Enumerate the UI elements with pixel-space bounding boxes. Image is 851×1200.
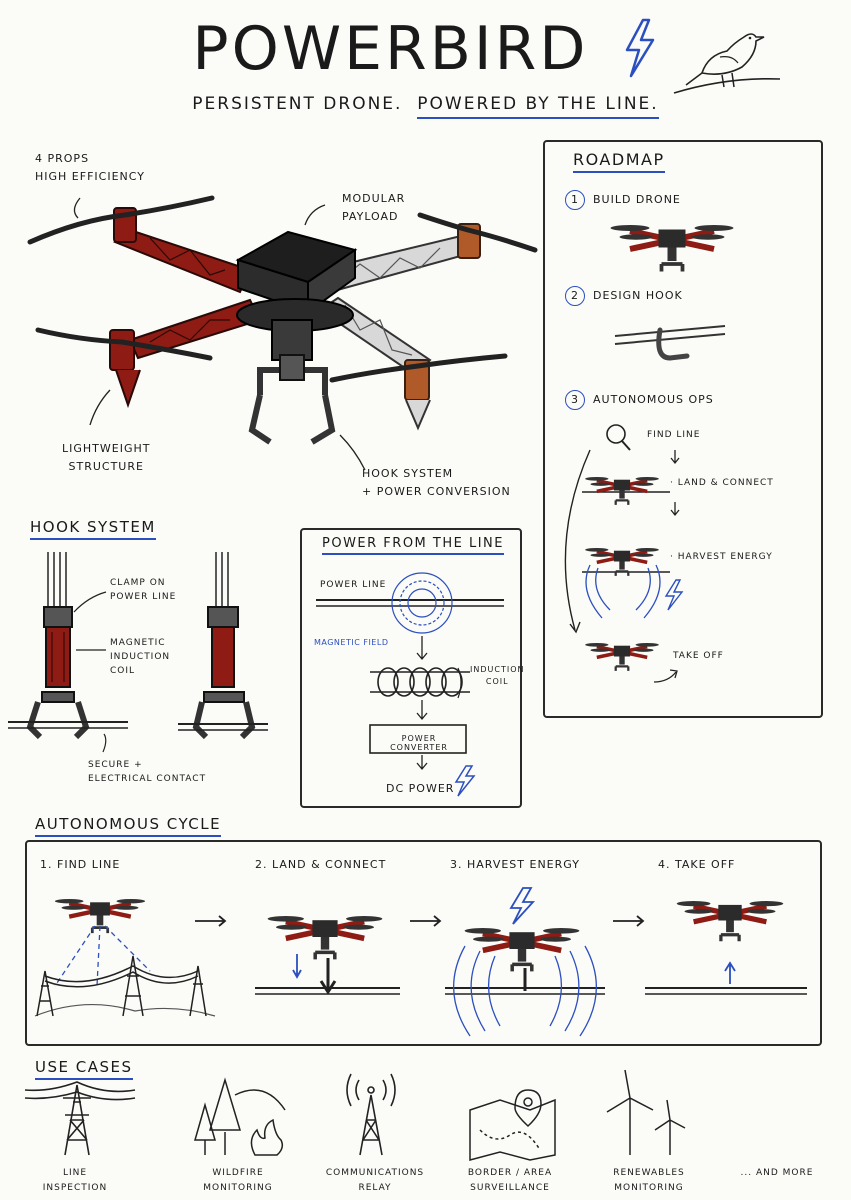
use-case-surveillance: Border / areasurveillance bbox=[467, 1168, 553, 1193]
power-flow-diagram bbox=[316, 572, 504, 797]
coil-callout: Magneticinductioncoil bbox=[110, 638, 171, 676]
use-cases-heading: Use cases bbox=[35, 1058, 133, 1080]
main-drone-illustration bbox=[27, 195, 538, 471]
power-heading: Power from the line bbox=[322, 536, 504, 555]
op-harvest-energy: · Harvest energy bbox=[670, 552, 773, 562]
forest-fire-icon bbox=[194, 1077, 286, 1156]
power-converter-label: Power converter bbox=[390, 734, 448, 752]
roadmap-step-1: 1Build drone bbox=[565, 190, 681, 210]
radio-tower-icon bbox=[346, 1073, 396, 1156]
op-find-line: Find line bbox=[647, 430, 701, 440]
hook-on-line-icon bbox=[614, 325, 726, 361]
roadmap-drone-icon bbox=[602, 220, 742, 270]
power-panel bbox=[300, 528, 522, 808]
induction-coil-label: Inductioncoil bbox=[470, 665, 525, 686]
clamp-callout: Clamp onpower line bbox=[110, 578, 177, 602]
use-case-wildfire: Wildfiremonitoring bbox=[203, 1168, 273, 1193]
contact-callout: Secure +electrical contact bbox=[88, 760, 207, 784]
dc-power-label: DC power bbox=[386, 782, 455, 795]
hook-callout: Hook system+ power conversion bbox=[362, 467, 511, 498]
lightning-icon bbox=[625, 19, 654, 78]
cycle-panel bbox=[25, 840, 822, 1046]
map-pin-icon bbox=[469, 1089, 556, 1161]
subtitle: Persistent drone. Powered by the line. bbox=[0, 94, 851, 119]
use-case-line-inspection: Lineinspection bbox=[42, 1168, 108, 1193]
structure-callout: Lightweightstructure bbox=[62, 442, 151, 473]
magnetic-field-label: Magnetic field bbox=[314, 638, 389, 647]
cycle-step-1: 1. Find line bbox=[40, 858, 121, 871]
hook-system-illustration bbox=[8, 552, 268, 753]
dc-lightning-icon bbox=[454, 765, 476, 797]
wind-turbine-icon bbox=[606, 1069, 686, 1155]
use-case-more: ... and more bbox=[740, 1168, 814, 1178]
cycle-step-4: 4. Take off bbox=[658, 858, 736, 871]
cycle-step-2: 2. Land & connect bbox=[255, 858, 387, 871]
page-title: Powerbird bbox=[0, 14, 851, 84]
power-tower-icon bbox=[24, 1081, 136, 1156]
op-take-off: Take off bbox=[673, 651, 724, 661]
roadmap-step-2: 2Design hook bbox=[565, 286, 683, 306]
op-land-connect: · Land & connect bbox=[670, 478, 774, 488]
roadmap-panel bbox=[543, 140, 823, 718]
use-cases-icons bbox=[24, 1069, 686, 1161]
payload-callout: Modularpayload bbox=[342, 192, 406, 223]
autonomous-ops-diagram bbox=[564, 424, 684, 683]
bird-on-wire-icon bbox=[673, 33, 781, 94]
props-callout: 4 propshigh efficiency bbox=[35, 152, 145, 183]
roadmap-step-3: 3Autonomous ops bbox=[565, 390, 714, 410]
cycle-heading: Autonomous cycle bbox=[35, 815, 222, 837]
roadmap-heading: Roadmap bbox=[573, 150, 665, 173]
cycle-diagram bbox=[34, 887, 807, 1037]
use-case-renewables: Renewablesmonitoring bbox=[613, 1168, 685, 1193]
cycle-step-3: 3. Harvest energy bbox=[450, 858, 580, 871]
hook-system-heading: Hook system bbox=[30, 518, 156, 540]
use-case-communications: Communicationsrelay bbox=[325, 1168, 425, 1193]
power-line-label: Power line bbox=[320, 580, 387, 590]
